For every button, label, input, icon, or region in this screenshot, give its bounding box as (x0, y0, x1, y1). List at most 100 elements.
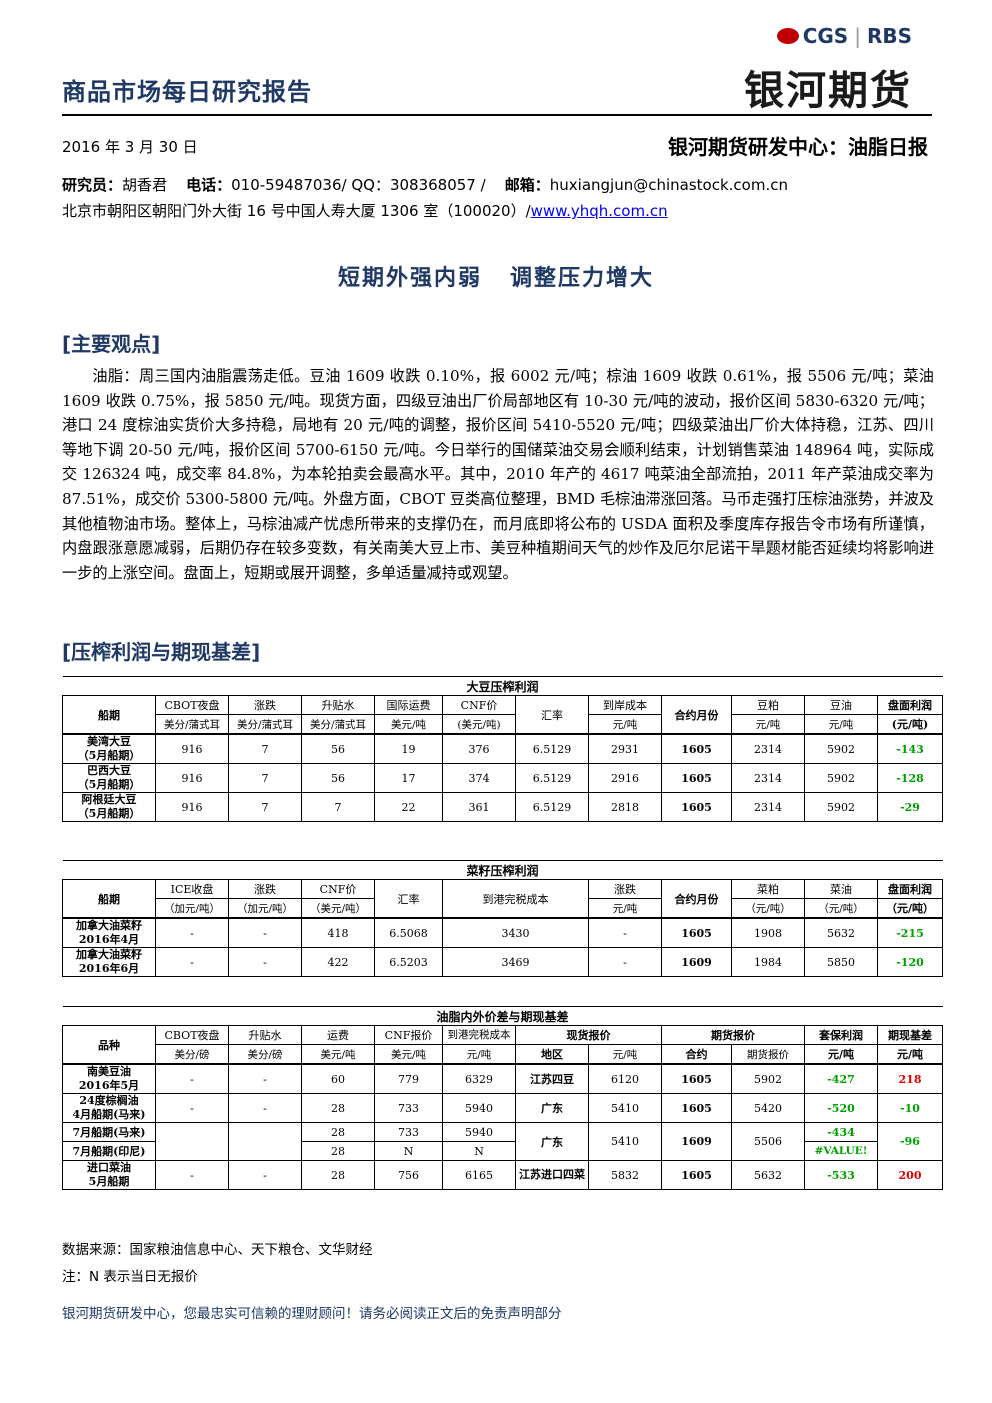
cell: 2916 (588, 763, 662, 793)
researcher-name: 胡香君 (122, 176, 168, 194)
hedge-cell: -520 (804, 1093, 878, 1123)
header-cell: 合约月份 (661, 695, 732, 735)
cell: 2314 (731, 733, 805, 764)
header-cell: 豆粕 (731, 695, 805, 715)
table-title: 油脂内外价差与期现基差 (62, 1006, 943, 1026)
header-cell: 到港完税成本 (442, 879, 589, 919)
cell: 17 (374, 763, 443, 793)
cell: 江苏进口四菜 (515, 1160, 589, 1190)
logo-rbs-text: RBS (866, 24, 912, 48)
unit-cell: 美分/磅 (228, 1044, 302, 1065)
disclaimer-footer: 银河期货研发中心，您最忠实可信赖的理财顾问！请务必阅读正文后的免责声明部分 (62, 1306, 562, 1322)
header-cell: 涨跌 (228, 879, 302, 899)
cell: - (155, 1063, 229, 1094)
header-cell: CBOT夜盘 (155, 1025, 229, 1045)
basis-cell: -96 (876, 1122, 944, 1161)
cell: 5902 (804, 792, 878, 822)
header-cell: CNF价 (301, 879, 375, 899)
unit-cell: 美分/蒲式耳 (155, 714, 229, 735)
header-cell: 套保利润 (804, 1025, 878, 1045)
header-cell: 运费 (301, 1025, 375, 1045)
cell: - (155, 917, 229, 948)
unit-cell: 元/吨 (876, 1044, 944, 1065)
report-title: 商品市场每日研究报告 (62, 78, 312, 106)
cell: 5832 (588, 1160, 662, 1190)
cell: 733 (374, 1093, 443, 1123)
cell: N (442, 1141, 516, 1161)
cell: 5902 (804, 763, 878, 793)
profit-cell: -128 (876, 763, 944, 793)
headline-part1: 短期外强内弱 (337, 266, 482, 291)
email-label: 邮箱： (504, 176, 550, 194)
cell: 广东 (515, 1122, 589, 1161)
cell: 3469 (442, 947, 589, 977)
soybean-crush-table: 大豆压榨利润 船期 CBOT夜盘 涨跌 升贴水 国际运费 CNF价 汇率 到岸成… (62, 676, 944, 822)
profit-cell: -143 (876, 733, 944, 764)
basis-cell: -10 (876, 1093, 944, 1123)
profit-cell: -215 (877, 917, 943, 948)
cell: 1908 (731, 917, 805, 948)
headline: 短期外强内弱调整压力增大 (0, 260, 992, 292)
header-cell: 菜粕 (731, 879, 805, 899)
researcher-label: 研究员： (62, 176, 123, 194)
cell: 779 (374, 1063, 443, 1094)
unit-cell: （加元/吨） (228, 898, 302, 919)
hedge-cell: -533 (804, 1160, 878, 1190)
row-label: 巴西大豆（5月船期） (62, 763, 156, 793)
address-text: 北京市朝阳区朝阳门外大街 16 号中国人寿大厦 1306 室（100020）/ (62, 202, 531, 220)
unit-cell: 元/吨 (804, 1044, 878, 1065)
cgs-logo-icon (776, 28, 799, 44)
company-logo: CGS|RBS 银河期货 (722, 22, 922, 114)
cell: 6165 (442, 1160, 516, 1190)
unit-cell: 美分/蒲式耳 (301, 714, 375, 735)
cell: 60 (301, 1063, 375, 1094)
unit-cell: （元/吨） (877, 898, 943, 919)
cell: 1605 (661, 733, 732, 764)
logo-main-text: 银河期货 (744, 67, 912, 114)
cell: 6329 (442, 1063, 516, 1094)
header-cell: CNF报价 (374, 1025, 443, 1045)
unit-cell: 元/吨 (731, 714, 805, 735)
cell (228, 1122, 302, 1161)
unit-cell: 期货报价 (731, 1044, 805, 1065)
unit-cell: 地区 (515, 1044, 589, 1065)
cell: 56 (301, 733, 375, 764)
cell: 756 (374, 1160, 443, 1190)
header-cell: 汇率 (374, 879, 443, 919)
website-link[interactable]: www.yhqh.com.cn (530, 202, 668, 220)
table-row: 阿根廷大豆（5月船期） 916 7 7 22 361 6.5129 2818 1… (62, 792, 944, 822)
hedge-cell: -427 (804, 1063, 878, 1094)
cell: - (228, 1093, 302, 1123)
row-label: 7月船期(印尼) (62, 1141, 156, 1161)
cell: 376 (442, 733, 516, 764)
header-cell: 到港完税成本 (442, 1025, 516, 1045)
unit-cell: (美元/吨) (442, 714, 516, 735)
section-profit: [压榨利润与期现基差] (62, 640, 261, 664)
header-cell: 汇率 (515, 695, 589, 735)
header-cell: 菜油 (804, 879, 878, 899)
unit-cell: 美元/吨 (301, 1044, 375, 1065)
row-label: 阿根廷大豆（5月船期） (62, 792, 156, 822)
header-cell: CBOT夜盘 (155, 695, 229, 715)
header-cell: 盘面利润 (877, 879, 943, 899)
hedge-cell: #VALUE! (804, 1141, 878, 1161)
cell: N (374, 1141, 443, 1161)
unit-cell: （元/吨） (804, 898, 878, 919)
basis-cell: 200 (876, 1160, 944, 1190)
cell: 5940 (442, 1122, 516, 1142)
header-cell: 升贴水 (228, 1025, 302, 1045)
unit-cell: 美元/吨 (374, 1044, 443, 1065)
cell: 733 (374, 1122, 443, 1142)
cell: 1605 (661, 917, 732, 948)
cell: 28 (301, 1141, 375, 1161)
header-cell: 涨跌 (588, 879, 662, 899)
cell: 361 (442, 792, 516, 822)
cell: 6.5129 (515, 792, 589, 822)
